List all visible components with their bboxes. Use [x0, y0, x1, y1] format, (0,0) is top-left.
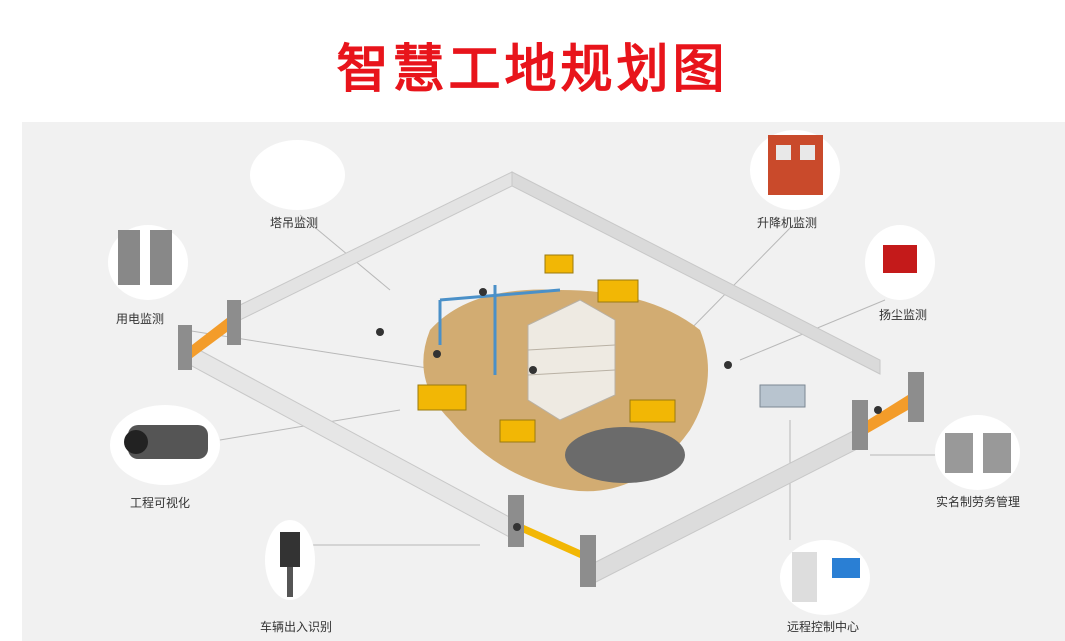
tower-crane — [438, 285, 561, 375]
bottom-gate — [508, 495, 596, 587]
electricity-monitor-icon — [108, 225, 188, 300]
machinery — [417, 254, 676, 443]
label-labor: 实名制劳务管理 — [936, 495, 1021, 509]
building-frame — [527, 299, 616, 421]
sensor-nodes — [376, 288, 882, 531]
page-title: 智慧工地规划图 — [336, 39, 729, 100]
camera-icon — [110, 405, 220, 485]
label-tower-crane: 塔吊监测 — [270, 216, 319, 230]
label-vehicle: 车辆出入识别 — [260, 620, 333, 634]
control-server — [759, 384, 806, 408]
plate-recognition-icon — [265, 520, 315, 600]
label-control-center: 远程控制中心 — [787, 620, 860, 634]
dust-monitor-icon — [865, 225, 935, 300]
excavation-pit — [565, 427, 685, 483]
turnstile-icon — [935, 415, 1020, 490]
label-hoist: 升降机监测 — [757, 216, 818, 230]
hoist-monitor-icon — [750, 130, 840, 210]
label-dust: 扬尘监测 — [879, 308, 928, 322]
left-gate — [178, 300, 241, 370]
right-gate — [852, 372, 924, 450]
label-visualization: 工程可视化 — [130, 496, 191, 510]
tower-crane-monitor-icon — [250, 140, 345, 210]
control-center-icon — [780, 540, 870, 615]
label-electricity: 用电监测 — [116, 312, 165, 326]
